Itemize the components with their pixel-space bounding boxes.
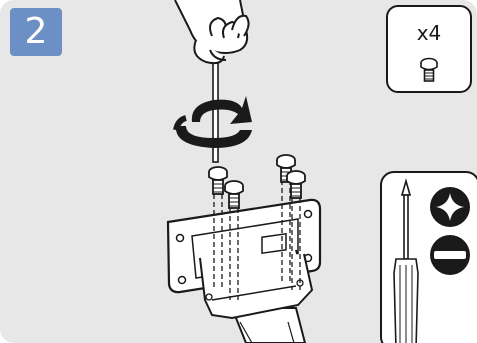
tools-box xyxy=(380,171,477,343)
flat-head-icon xyxy=(430,235,470,275)
step-number-badge: 2 xyxy=(10,8,62,56)
phillips-head-icon xyxy=(430,187,470,227)
hand-icon xyxy=(175,0,249,63)
parts-quantity-box: x4 xyxy=(386,5,472,93)
stand-bracket-icon xyxy=(168,200,320,318)
screwdriver-icon xyxy=(394,181,418,343)
screw-icon xyxy=(388,7,470,91)
tools-illustration xyxy=(382,173,477,343)
